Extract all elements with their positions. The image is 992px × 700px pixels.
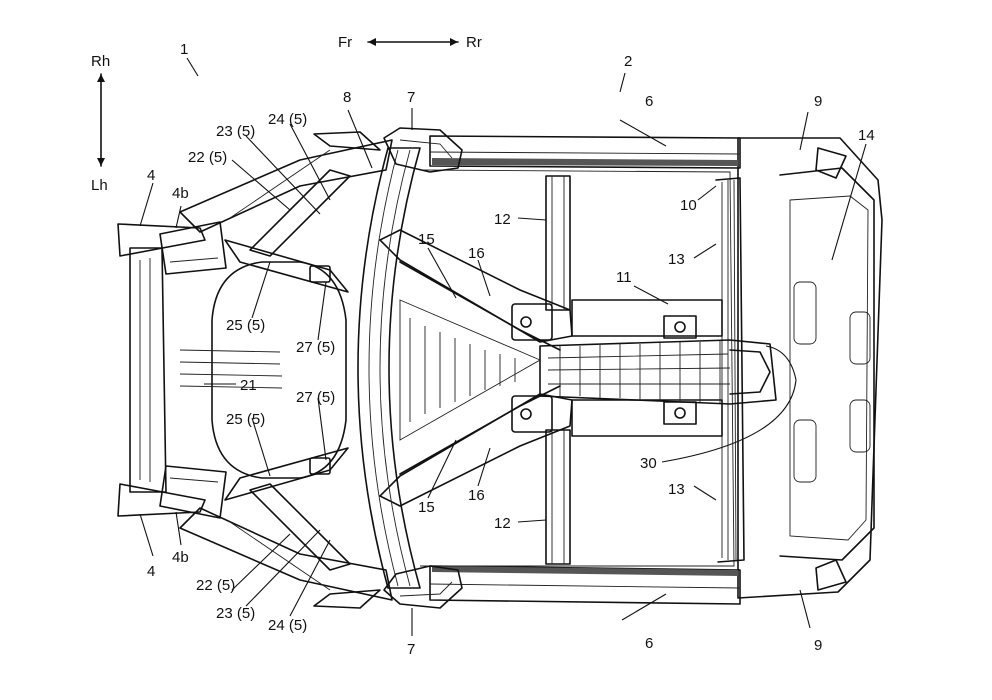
label-4b-top: 4b	[172, 185, 189, 202]
center-stair-panel	[399, 299, 542, 441]
brackets-27	[309, 265, 331, 475]
side-sill-left	[429, 565, 741, 605]
label-22-top: 22 (5)	[188, 149, 227, 166]
label-27-bottom: 27 (5)	[296, 389, 335, 406]
label-16-top: 16	[468, 245, 485, 262]
label-12-top: 12	[494, 211, 511, 228]
crash-box-bottom	[159, 465, 227, 519]
label-15-bottom: 15	[418, 499, 435, 516]
label-4b-bottom: 4b	[172, 549, 189, 566]
label-25-bottom: 25 (5)	[226, 411, 265, 428]
label-1: 1	[180, 41, 188, 58]
label-21: 21	[240, 377, 257, 394]
engine-outline	[179, 261, 347, 479]
direction-labels: Fr Rr Rh Lh	[91, 34, 482, 194]
label-10: 10	[680, 197, 697, 214]
label-30: 30	[640, 455, 657, 472]
label-22-bottom: 22 (5)	[196, 577, 235, 594]
right-left-arrow	[97, 73, 105, 167]
label-27-top: 27 (5)	[296, 339, 335, 356]
hinge-pillar-top	[383, 127, 463, 173]
front-bumper-beam	[117, 223, 206, 517]
front-rear-arrow	[367, 38, 459, 46]
label-12-bottom: 12	[494, 515, 511, 532]
subframe-members	[179, 131, 393, 609]
tunnel	[539, 339, 777, 405]
hinge-pillar-bottom	[383, 565, 463, 609]
front-cross-member	[357, 147, 421, 589]
label-11: 11	[616, 269, 632, 286]
label-4-top: 4	[147, 167, 155, 184]
tunnel-grid	[547, 341, 731, 403]
rear-body	[737, 137, 883, 599]
label-9-top: 9	[814, 93, 822, 110]
reference-labels: 1 2 4 4 4b 4b 6 6 7 7 8 9 9 10 11 12 12 …	[147, 41, 875, 658]
label-24-top: 24 (5)	[268, 111, 307, 128]
label-2: 2	[624, 53, 632, 70]
label-13-top: 13	[668, 251, 685, 268]
label-23-bottom: 23 (5)	[216, 605, 255, 622]
label-25-top: 25 (5)	[226, 317, 265, 334]
label-24-bottom: 24 (5)	[268, 617, 307, 634]
label-9-bottom: 9	[814, 637, 822, 654]
label-8: 8	[343, 89, 351, 106]
crash-box-top	[159, 221, 227, 275]
side-frame-upper	[379, 229, 573, 351]
right-label: Rh	[91, 53, 110, 70]
label-4-bottom: 4	[147, 563, 155, 580]
label-6-top: 6	[645, 93, 653, 110]
front-label: Fr	[338, 34, 352, 51]
side-sill-right	[429, 135, 741, 169]
label-7-top: 7	[407, 89, 415, 106]
left-label: Lh	[91, 177, 108, 194]
label-13-bottom: 13	[668, 481, 685, 498]
leader-lines	[139, 57, 867, 636]
label-6-bottom: 6	[645, 635, 653, 652]
side-frame-lower	[379, 385, 573, 507]
label-15-top: 15	[418, 231, 435, 248]
label-14: 14	[858, 127, 875, 144]
floor-panel	[419, 169, 745, 567]
label-7-bottom: 7	[407, 641, 415, 658]
label-23-top: 23 (5)	[216, 123, 255, 140]
rear-label: Rr	[466, 34, 482, 51]
label-16-bottom: 16	[468, 487, 485, 504]
